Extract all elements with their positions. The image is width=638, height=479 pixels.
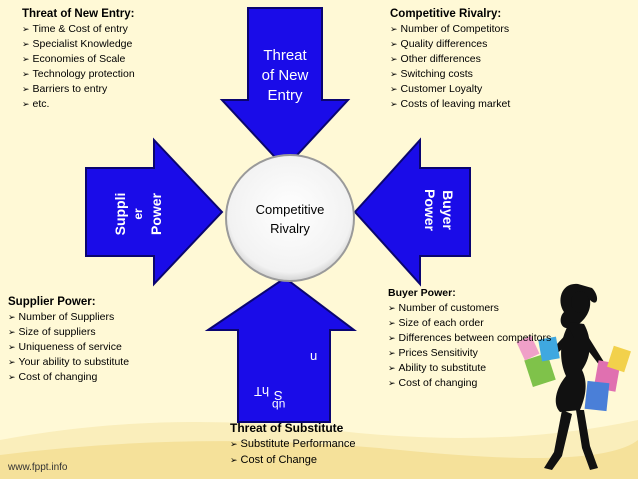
buyer-power-list: Number of customers Size of each order D… (388, 301, 608, 391)
footer-url: www.fppt.info (8, 462, 68, 473)
list-item: Size of suppliers (8, 325, 198, 340)
supplier-power-heading: Supplier Power: (8, 296, 96, 308)
list-item: etc. (22, 97, 202, 112)
list-item: Substitute Performance (230, 436, 400, 452)
list-item: Cost of changing (388, 376, 608, 391)
list-item: Cost of Change (230, 452, 400, 468)
competitive-rivalry-heading: Competitive Rivalry: (390, 8, 502, 20)
buyer-power-block: Buyer Power: Number of customers Size of… (388, 285, 608, 391)
threat-new-entry-heading: Threat of New Entry: (22, 8, 135, 20)
arrow-supplier-label: Suppli er Power (112, 192, 164, 236)
arrow-buyer-label: Buyer Power (422, 188, 456, 231)
list-item: Cost of changing (8, 370, 198, 385)
list-item: Switching costs (390, 67, 590, 82)
list-item: Number of Competitors (390, 22, 590, 37)
list-item: Technology protection (22, 67, 202, 82)
list-item: Customer Loyalty (390, 82, 590, 97)
supplier-power-block: Supplier Power: Number of Suppliers Size… (8, 294, 198, 385)
list-item: Prices Sensitivity (388, 346, 608, 361)
center-circle (225, 154, 355, 282)
list-item: Specialist Knowledge (22, 37, 202, 52)
center-label: Competitive Rivalry (255, 202, 325, 236)
competitive-rivalry-list: Number of Competitors Quality difference… (390, 22, 590, 112)
list-item: Other differences (390, 52, 590, 67)
list-item: Quality differences (390, 37, 590, 52)
list-item: Economies of Scale (22, 52, 202, 67)
list-item: Uniqueness of service (8, 340, 198, 355)
list-item: Time & Cost of entry (22, 22, 202, 37)
list-item: Number of customers (388, 301, 608, 316)
list-item: Size of each order (388, 316, 608, 331)
competitive-rivalry-block: Competitive Rivalry: Number of Competito… (390, 6, 590, 112)
list-item: Barriers to entry (22, 82, 202, 97)
list-item: Costs of leaving market (390, 97, 590, 112)
arrow-supplier (85, 137, 224, 287)
threat-substitute-heading: Threat of Substitute (230, 421, 344, 435)
threat-new-entry-list: Time & Cost of entry Specialist Knowledg… (22, 22, 202, 112)
arrow-buyer (353, 137, 471, 287)
list-item: Ability to substitute (388, 361, 608, 376)
list-item: Number of Suppliers (8, 310, 198, 325)
arrow-new-entry-label: Threat of New Entry (261, 47, 309, 104)
threat-substitute-list: Substitute Performance Cost of Change (230, 436, 400, 468)
list-item: Your ability to substitute (8, 355, 198, 370)
supplier-power-list: Number of Suppliers Size of suppliers Un… (8, 310, 198, 385)
list-item: Differences between competitors (388, 331, 608, 346)
arrow-substitute (204, 276, 357, 423)
arrow-new-entry (219, 7, 351, 170)
threat-new-entry-block: Threat of New Entry: Time & Cost of entr… (22, 6, 202, 112)
threat-substitute-block: Threat of Substitute Substitute Performa… (230, 420, 400, 468)
buyer-power-heading: Buyer Power: (388, 287, 456, 299)
arrow-substitute-label: n S ub hT (254, 350, 318, 412)
